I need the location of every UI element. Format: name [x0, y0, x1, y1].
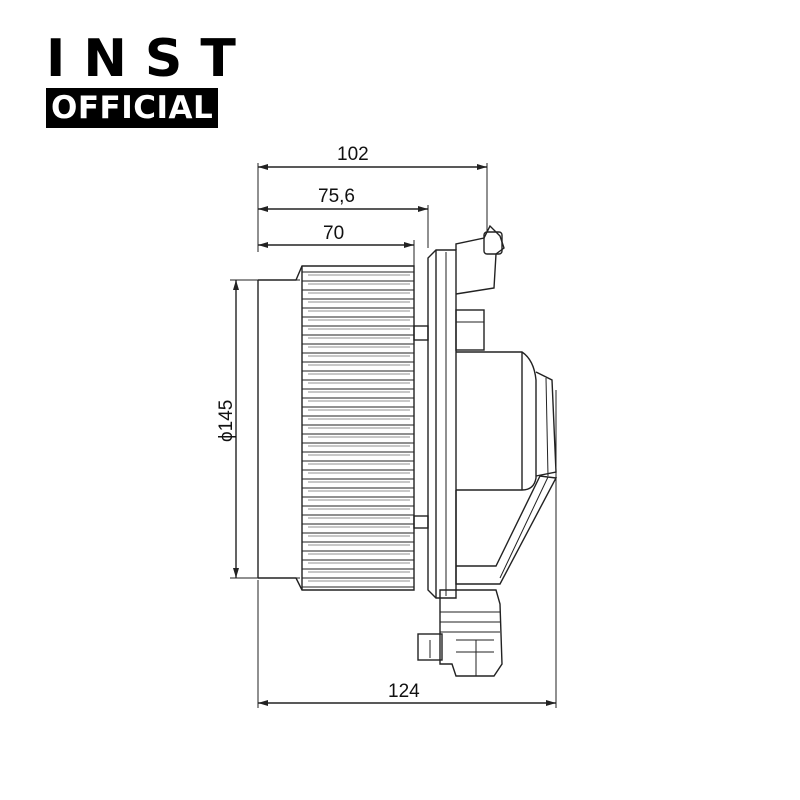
dim-label-total-length: 124: [388, 681, 420, 702]
lower-support-bracket: [455, 475, 558, 585]
motor-shaft: [413, 325, 429, 529]
fan-blades: [302, 271, 414, 591]
dim-label-housing-depth: 75,6: [318, 186, 355, 207]
mounting-flange: [427, 249, 457, 599]
dimension-total-length: 124: [257, 390, 557, 708]
dim-label-overall-width: 102: [337, 144, 369, 165]
top-mounting-bracket: [455, 224, 505, 295]
brand-logo: INST OFFICIAL: [46, 29, 254, 128]
brand-title: INST: [46, 29, 254, 89]
brand-badge: OFFICIAL: [46, 88, 219, 128]
motor-body: [456, 351, 557, 491]
fan-wheel: [257, 265, 415, 591]
dimension-overall-width: 102: [257, 144, 488, 252]
dimension-housing-depth: 75,6: [258, 186, 429, 248]
electrical-connector: [417, 589, 503, 677]
dim-label-wheel-depth: 70: [323, 223, 344, 244]
dim-label-wheel-diameter: ϕ145: [216, 400, 237, 442]
side-terminal-block: [455, 309, 485, 351]
dimension-wheel-depth: 70: [258, 223, 415, 266]
